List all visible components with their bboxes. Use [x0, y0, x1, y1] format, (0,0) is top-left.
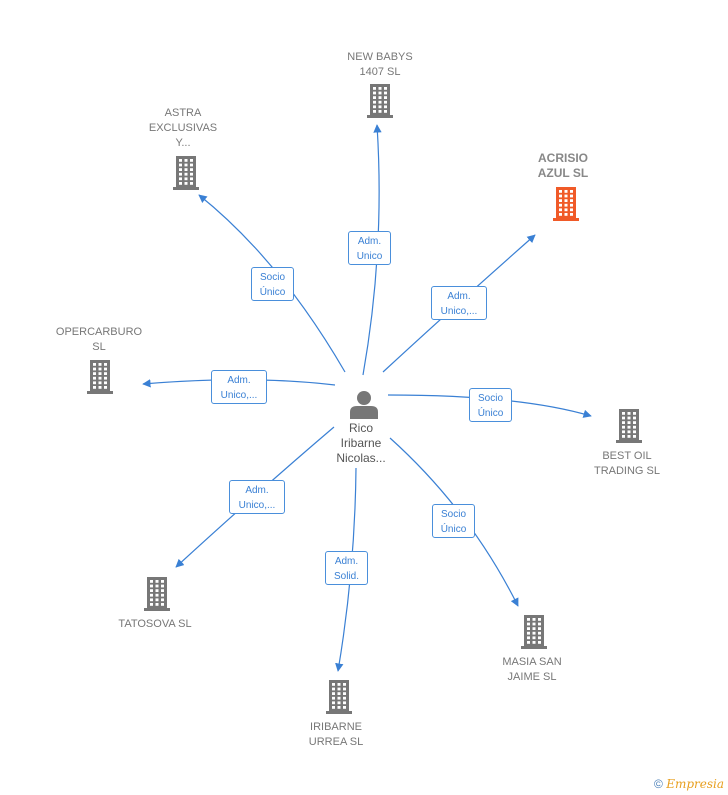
acrisio-building-icon[interactable] [553, 187, 579, 221]
node-label-astra[interactable]: ASTRA EXCLUSIVAS Y... [148, 107, 218, 149]
edge-role-masia[interactable]: Socio Único [432, 504, 475, 538]
edge-role-acrisio[interactable]: Adm. Unico,... [431, 286, 487, 320]
edge-role-best-oil[interactable]: Socio Único [469, 388, 512, 422]
iribarne-building-icon[interactable] [326, 680, 352, 714]
person-icon[interactable] [350, 391, 378, 419]
edge-role-tatosova[interactable]: Adm. Unico,... [229, 480, 285, 514]
opercarburo-building-icon[interactable] [87, 360, 113, 394]
edge-role-new-babys[interactable]: Adm. Unico [348, 231, 391, 265]
node-label-acrisio[interactable]: ACRISIO AZUL SL [537, 151, 589, 180]
tatosova-building-icon[interactable] [144, 577, 170, 611]
brand-logo[interactable]: Empresia [666, 777, 724, 791]
masia-building-icon[interactable] [521, 615, 547, 649]
node-label-tatosova[interactable]: TATOSOVA SL [118, 618, 192, 630]
node-label-masia[interactable]: MASIA SAN JAIME SL [502, 656, 562, 683]
node-label-best-oil[interactable]: BEST OIL TRADING SL [593, 450, 660, 477]
astra-building-icon[interactable] [173, 156, 199, 190]
copyright-symbol: © [654, 777, 663, 791]
node-label-new-babys[interactable]: NEW BABYS 1407 SL [347, 51, 413, 78]
node-label-iribarne[interactable]: IRIBARNE URREA SL [308, 721, 364, 748]
edge-role-opercarburo[interactable]: Adm. Unico,... [211, 370, 267, 404]
edge-role-astra[interactable]: Socio Único [251, 267, 294, 301]
node-label-opercarburo[interactable]: OPERCARBURO SL [55, 326, 143, 353]
copyright: © Empresia [654, 777, 724, 791]
best-oil-building-icon[interactable] [616, 409, 642, 443]
new-babys-building-icon[interactable] [367, 84, 393, 118]
center-person-label[interactable]: Rico Iribarne Nicolas... [336, 421, 386, 465]
edge-role-iribarne[interactable]: Adm. Solid. [325, 551, 368, 585]
